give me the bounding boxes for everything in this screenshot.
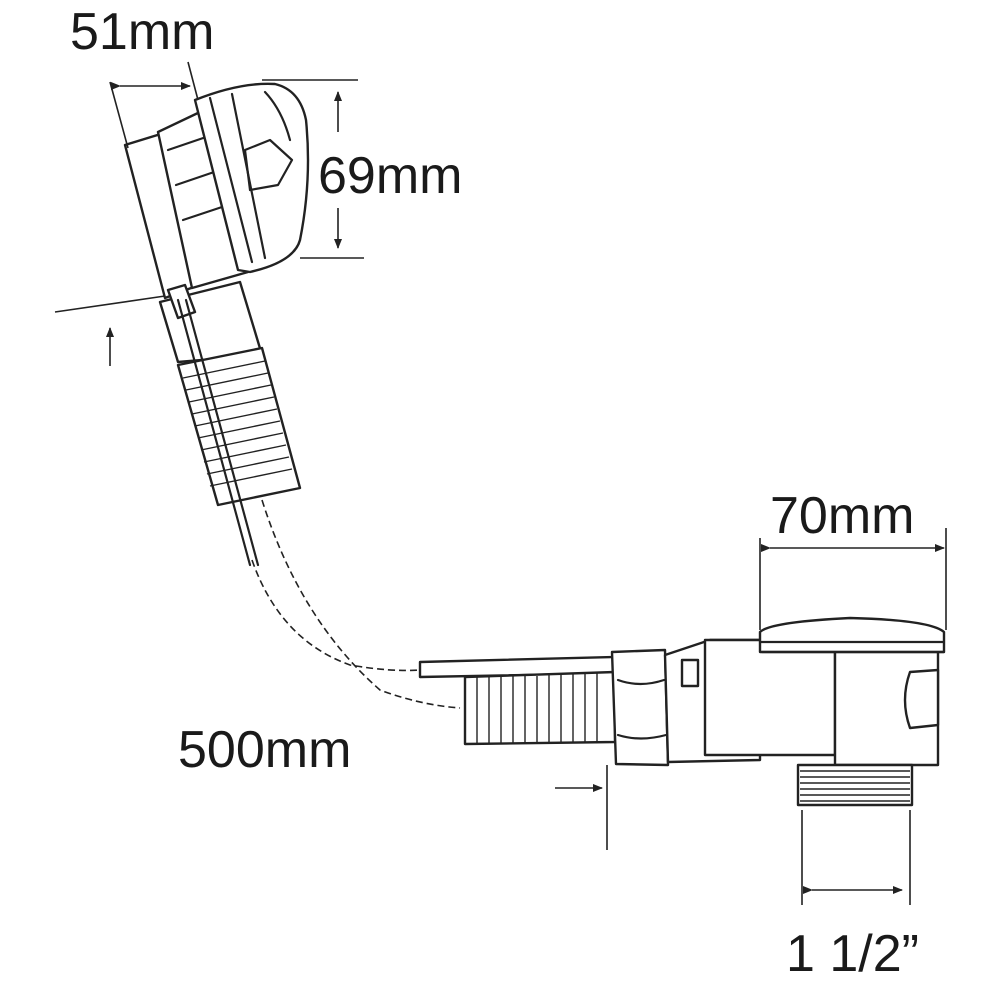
waste-assembly bbox=[418, 616, 946, 807]
dim-500mm bbox=[555, 765, 608, 850]
waste-main-box bbox=[703, 638, 837, 757]
waste-hose bbox=[463, 670, 617, 746]
dim-51mm bbox=[109, 61, 199, 149]
overflow-hose bbox=[176, 346, 302, 507]
waste-plug bbox=[758, 616, 946, 654]
cable-length-label: 500mm bbox=[178, 721, 352, 779]
thread-size-label: 1 1/2” bbox=[786, 925, 919, 983]
cable-path-1 bbox=[251, 559, 421, 672]
waste-width-label: 70mm bbox=[770, 487, 915, 545]
dim-69mm bbox=[262, 79, 364, 259]
overflow-width-label: 51mm bbox=[70, 3, 215, 61]
waste-nut bbox=[610, 648, 670, 767]
control-cable bbox=[176, 298, 252, 567]
overflow-cover bbox=[193, 82, 310, 274]
dim-thread bbox=[801, 810, 911, 905]
dim-overflow-pointer bbox=[54, 295, 166, 366]
cable-path-2 bbox=[261, 499, 461, 709]
dim-70mm bbox=[759, 528, 947, 630]
overflow-height-label: 69mm bbox=[318, 147, 463, 205]
overflow-assembly bbox=[123, 82, 310, 567]
